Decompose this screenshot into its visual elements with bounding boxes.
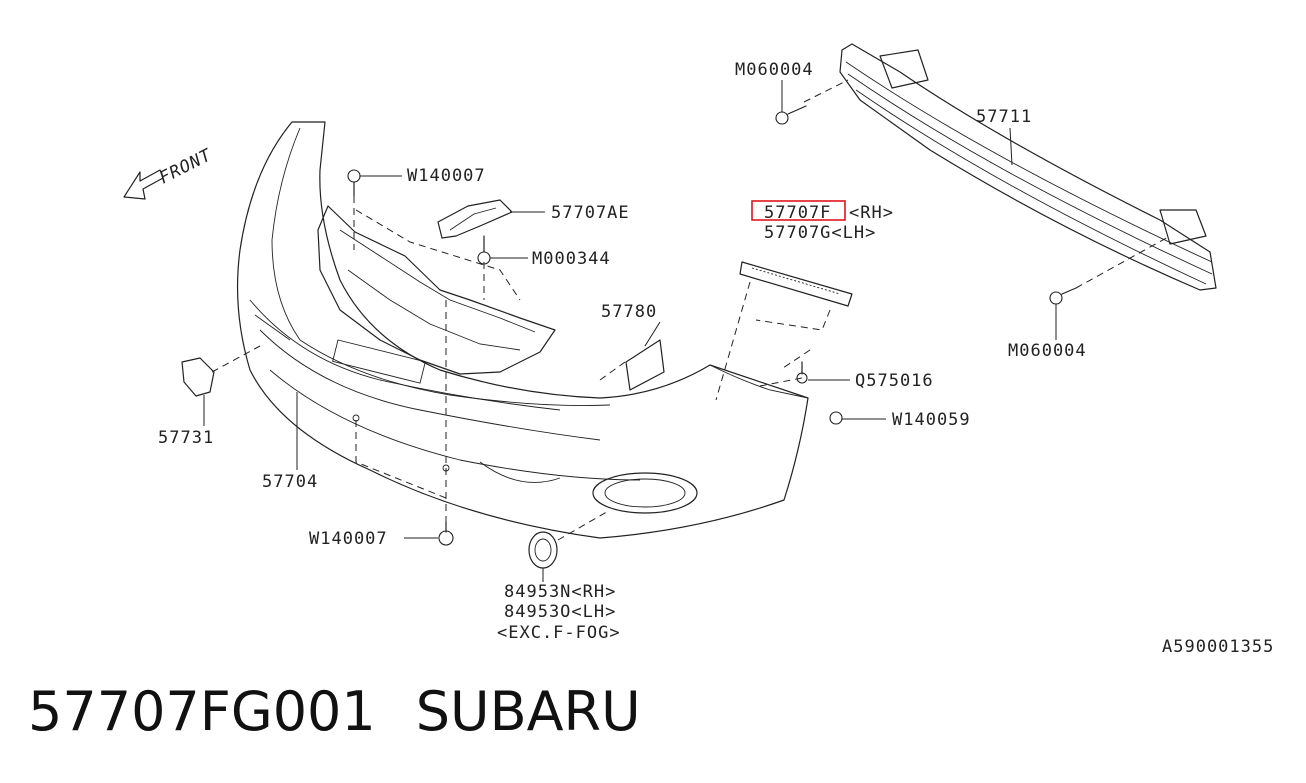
assembly-lines [211, 79, 1171, 541]
bracket-57707ae [437, 199, 513, 239]
fog-cover-84953 [528, 531, 558, 569]
callout-m000344[interactable]: M000344 [532, 249, 611, 269]
fastener-bolt-icon [1049, 287, 1077, 305]
side-bracket-57707f-g [739, 261, 853, 307]
front-bumper-cover-57704 [236, 121, 809, 539]
callout-57707ae[interactable]: 57707AE [551, 203, 630, 223]
upper-bracket [317, 205, 556, 375]
callout-57711[interactable]: 57711 [976, 107, 1032, 127]
callout-m060004-top[interactable]: M060004 [735, 60, 814, 80]
callout-w140007-bottom[interactable]: W140007 [309, 529, 388, 549]
callout-m060004-right[interactable]: M060004 [1008, 341, 1087, 361]
fastener-clip-icon [438, 521, 454, 546]
callout-57704[interactable]: 57704 [262, 472, 318, 492]
part-number: 57707FG001 [28, 680, 376, 743]
callout-84953o[interactable]: 84953O<LH> [504, 602, 616, 622]
fastener-bolt-icon [477, 235, 491, 265]
fastener-bolt-icon [775, 105, 807, 125]
callout-w140059[interactable]: W140059 [892, 410, 971, 430]
callout-57707f-suffix: <RH> [849, 203, 894, 223]
callout-57780[interactable]: 57780 [601, 302, 657, 322]
callout-q575016[interactable]: Q575016 [855, 371, 934, 391]
fastener-clip-icon [347, 169, 361, 197]
fastener-screw-icon [796, 361, 808, 384]
callout-57707f[interactable]: 57707F [764, 203, 831, 223]
callout-exc-f-fog: <EXC.F-FOG> [497, 623, 621, 643]
spoiler-57780 [625, 339, 665, 391]
fastener-nut-icon [829, 411, 843, 425]
callout-w140007-top[interactable]: W140007 [407, 166, 486, 186]
tow-hook-cover-57731 [181, 357, 215, 397]
brand-name: SUBARU [415, 680, 641, 743]
bumper-reinforcement-57711 [839, 43, 1217, 291]
callout-57731[interactable]: 57731 [158, 428, 214, 448]
drawing-code: A590001355 [1162, 637, 1274, 657]
callout-57707g[interactable]: 57707G<LH> [764, 223, 876, 243]
callout-84953n[interactable]: 84953N<RH> [504, 582, 616, 602]
leader-lines [203, 80, 1057, 582]
front-label: FRONT [156, 145, 216, 189]
footer-title: 57707FG001 SUBARU [28, 680, 681, 743]
front-arrow-icon [123, 169, 164, 200]
highlight-box [751, 200, 846, 221]
